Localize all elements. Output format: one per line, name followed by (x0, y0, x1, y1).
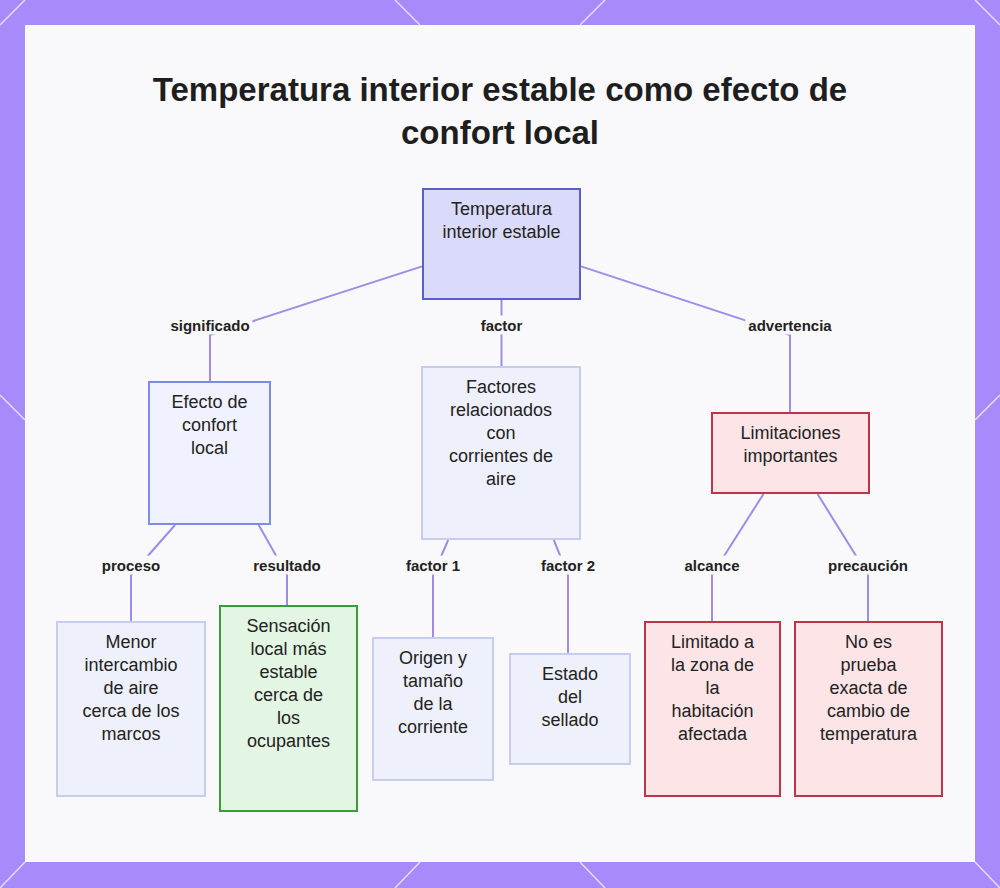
concept-box: Factores relacionados con corrientes de … (421, 366, 581, 540)
concept-box: Temperatura interior estable (422, 188, 581, 300)
concept-box: Sensación local más estable cerca de los… (219, 605, 358, 812)
box-text: No es prueba exacta de cambio de tempera… (819, 631, 918, 746)
box-text: Limitaciones importantes (725, 422, 856, 468)
concept-box: Limitado a la zona de la habitación afec… (644, 621, 781, 797)
concept-box: Estado del sellado (509, 653, 631, 765)
edge-label: significado (167, 316, 252, 335)
edge-label: factor (478, 316, 526, 335)
box-text: Menor intercambio de aire cerca de los m… (82, 631, 180, 746)
box-text: Temperatura interior estable (438, 198, 565, 244)
connector-line (581, 266, 790, 412)
edge-label: proceso (99, 556, 163, 575)
diagram-title: Temperatura interior estable como efecto… (150, 68, 850, 154)
concept-box: Origen y tamaño de la corriente (372, 637, 494, 781)
concept-box: Limitaciones importantes (711, 412, 870, 494)
box-text: Sensación local más estable cerca de los… (241, 615, 336, 753)
edge-label: alcance (681, 556, 742, 575)
edge-label: factor 2 (538, 556, 598, 575)
box-text: Origen y tamaño de la corriente (394, 647, 472, 739)
box-text: Factores relacionados con corrientes de … (447, 376, 555, 491)
box-text: Estado del sellado (531, 663, 609, 732)
edge-label: precaución (825, 556, 911, 575)
edge-label: advertencia (745, 316, 834, 335)
concept-box: No es prueba exacta de cambio de tempera… (794, 621, 943, 797)
concept-box: Efecto de confort local (148, 381, 271, 525)
edge-label: factor 1 (403, 556, 463, 575)
box-text: Limitado a la zona de la habitación afec… (668, 631, 757, 746)
concept-box: Menor intercambio de aire cerca de los m… (56, 621, 206, 797)
box-text: Efecto de confort local (168, 391, 251, 460)
edge-label: resultado (250, 556, 324, 575)
